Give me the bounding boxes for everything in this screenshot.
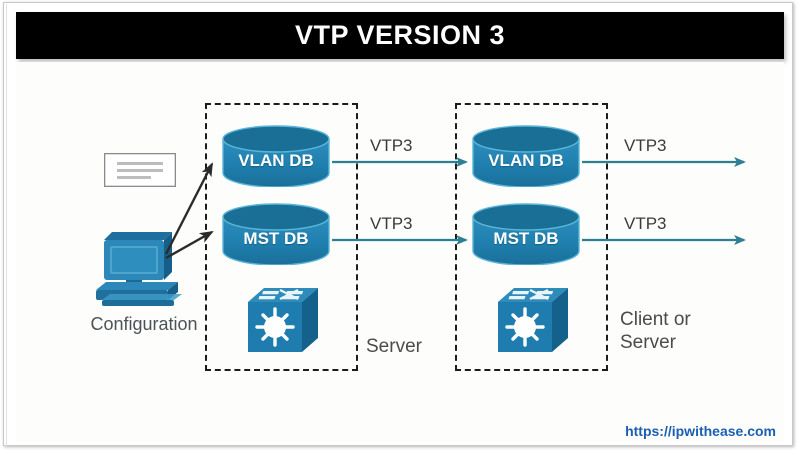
flow-label-vlan-mid: VTP3 [370,136,413,155]
configuration-label: Configuration [90,314,198,334]
title-banner: VTP VERSION 3 [16,12,784,59]
network-switch-icon-right [490,276,576,362]
network-switch-icon-left [240,276,326,362]
mst-db-left: MST DB [220,203,332,265]
document-lines-icon [103,152,177,188]
flow-label-vlan-out: VTP3 [624,136,667,155]
diagram-canvas: Configuration VLAN DB [16,62,784,442]
page-frame-inner-edge [6,4,794,448]
page-title: VTP VERSION 3 [294,20,506,50]
server-group-role-label: Server [366,336,422,357]
vlan-db-right: VLAN DB [470,125,582,187]
mst-db-right: MST DB [470,203,582,265]
vlan-db-left: VLAN DB [220,125,332,187]
flow-label-mst-out: VTP3 [624,214,667,233]
flow-label-mst-mid: VTP3 [370,214,413,233]
client-or-server-role-line2: Server [620,332,676,353]
client-or-server-role-line1: Client or [620,309,691,330]
site-watermark: https://ipwithease.com [625,423,776,439]
client-or-server-group-role-label: Client or Server [620,308,691,354]
workstation-icon [86,210,196,320]
